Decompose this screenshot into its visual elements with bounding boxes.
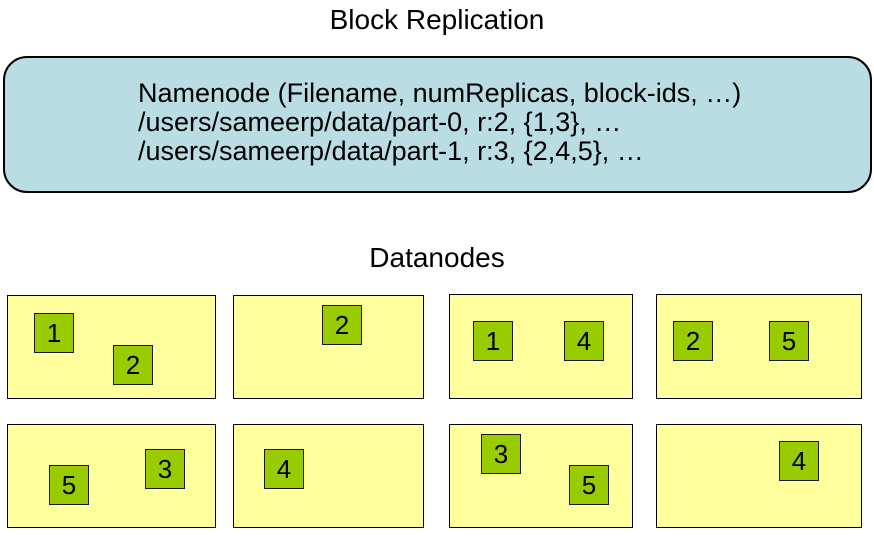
block-4: 4 xyxy=(564,321,604,361)
datanode-box-3: 1 4 xyxy=(449,294,633,399)
block-5: 5 xyxy=(769,321,809,361)
datanode-box-2: 2 xyxy=(233,295,424,399)
datanode-box-5: 5 3 xyxy=(7,424,216,528)
datanode-box-6: 4 xyxy=(233,424,424,528)
datanode-box-7: 3 5 xyxy=(449,424,633,528)
block-4: 4 xyxy=(264,449,304,489)
block-4: 4 xyxy=(779,441,819,481)
block-5: 5 xyxy=(49,465,89,505)
datanode-box-4: 2 5 xyxy=(656,294,862,399)
namenode-file-entry-part1: /users/sameerp/data/part-1, r:3, {2,4,5}… xyxy=(138,136,644,166)
block-3: 3 xyxy=(145,449,185,489)
block-5: 5 xyxy=(569,465,609,505)
block-2: 2 xyxy=(673,321,713,361)
datanode-box-8: 4 xyxy=(656,424,862,528)
datanodes-heading: Datanodes xyxy=(369,242,505,273)
block-2: 2 xyxy=(322,305,362,345)
block-2: 2 xyxy=(113,345,153,385)
datanode-box-1: 1 2 xyxy=(7,295,216,399)
block-1: 1 xyxy=(473,321,513,361)
block-3: 3 xyxy=(481,434,521,474)
namenode-file-entry-part0: /users/sameerp/data/part-0, r:2, {1,3}, … xyxy=(138,107,622,137)
namenode-box: Namenode (Filename, numReplicas, block-i… xyxy=(3,56,872,193)
block-1: 1 xyxy=(34,313,74,353)
page-title: Block Replication xyxy=(329,4,545,35)
namenode-signature-line: Namenode (Filename, numReplicas, block-i… xyxy=(138,78,742,108)
